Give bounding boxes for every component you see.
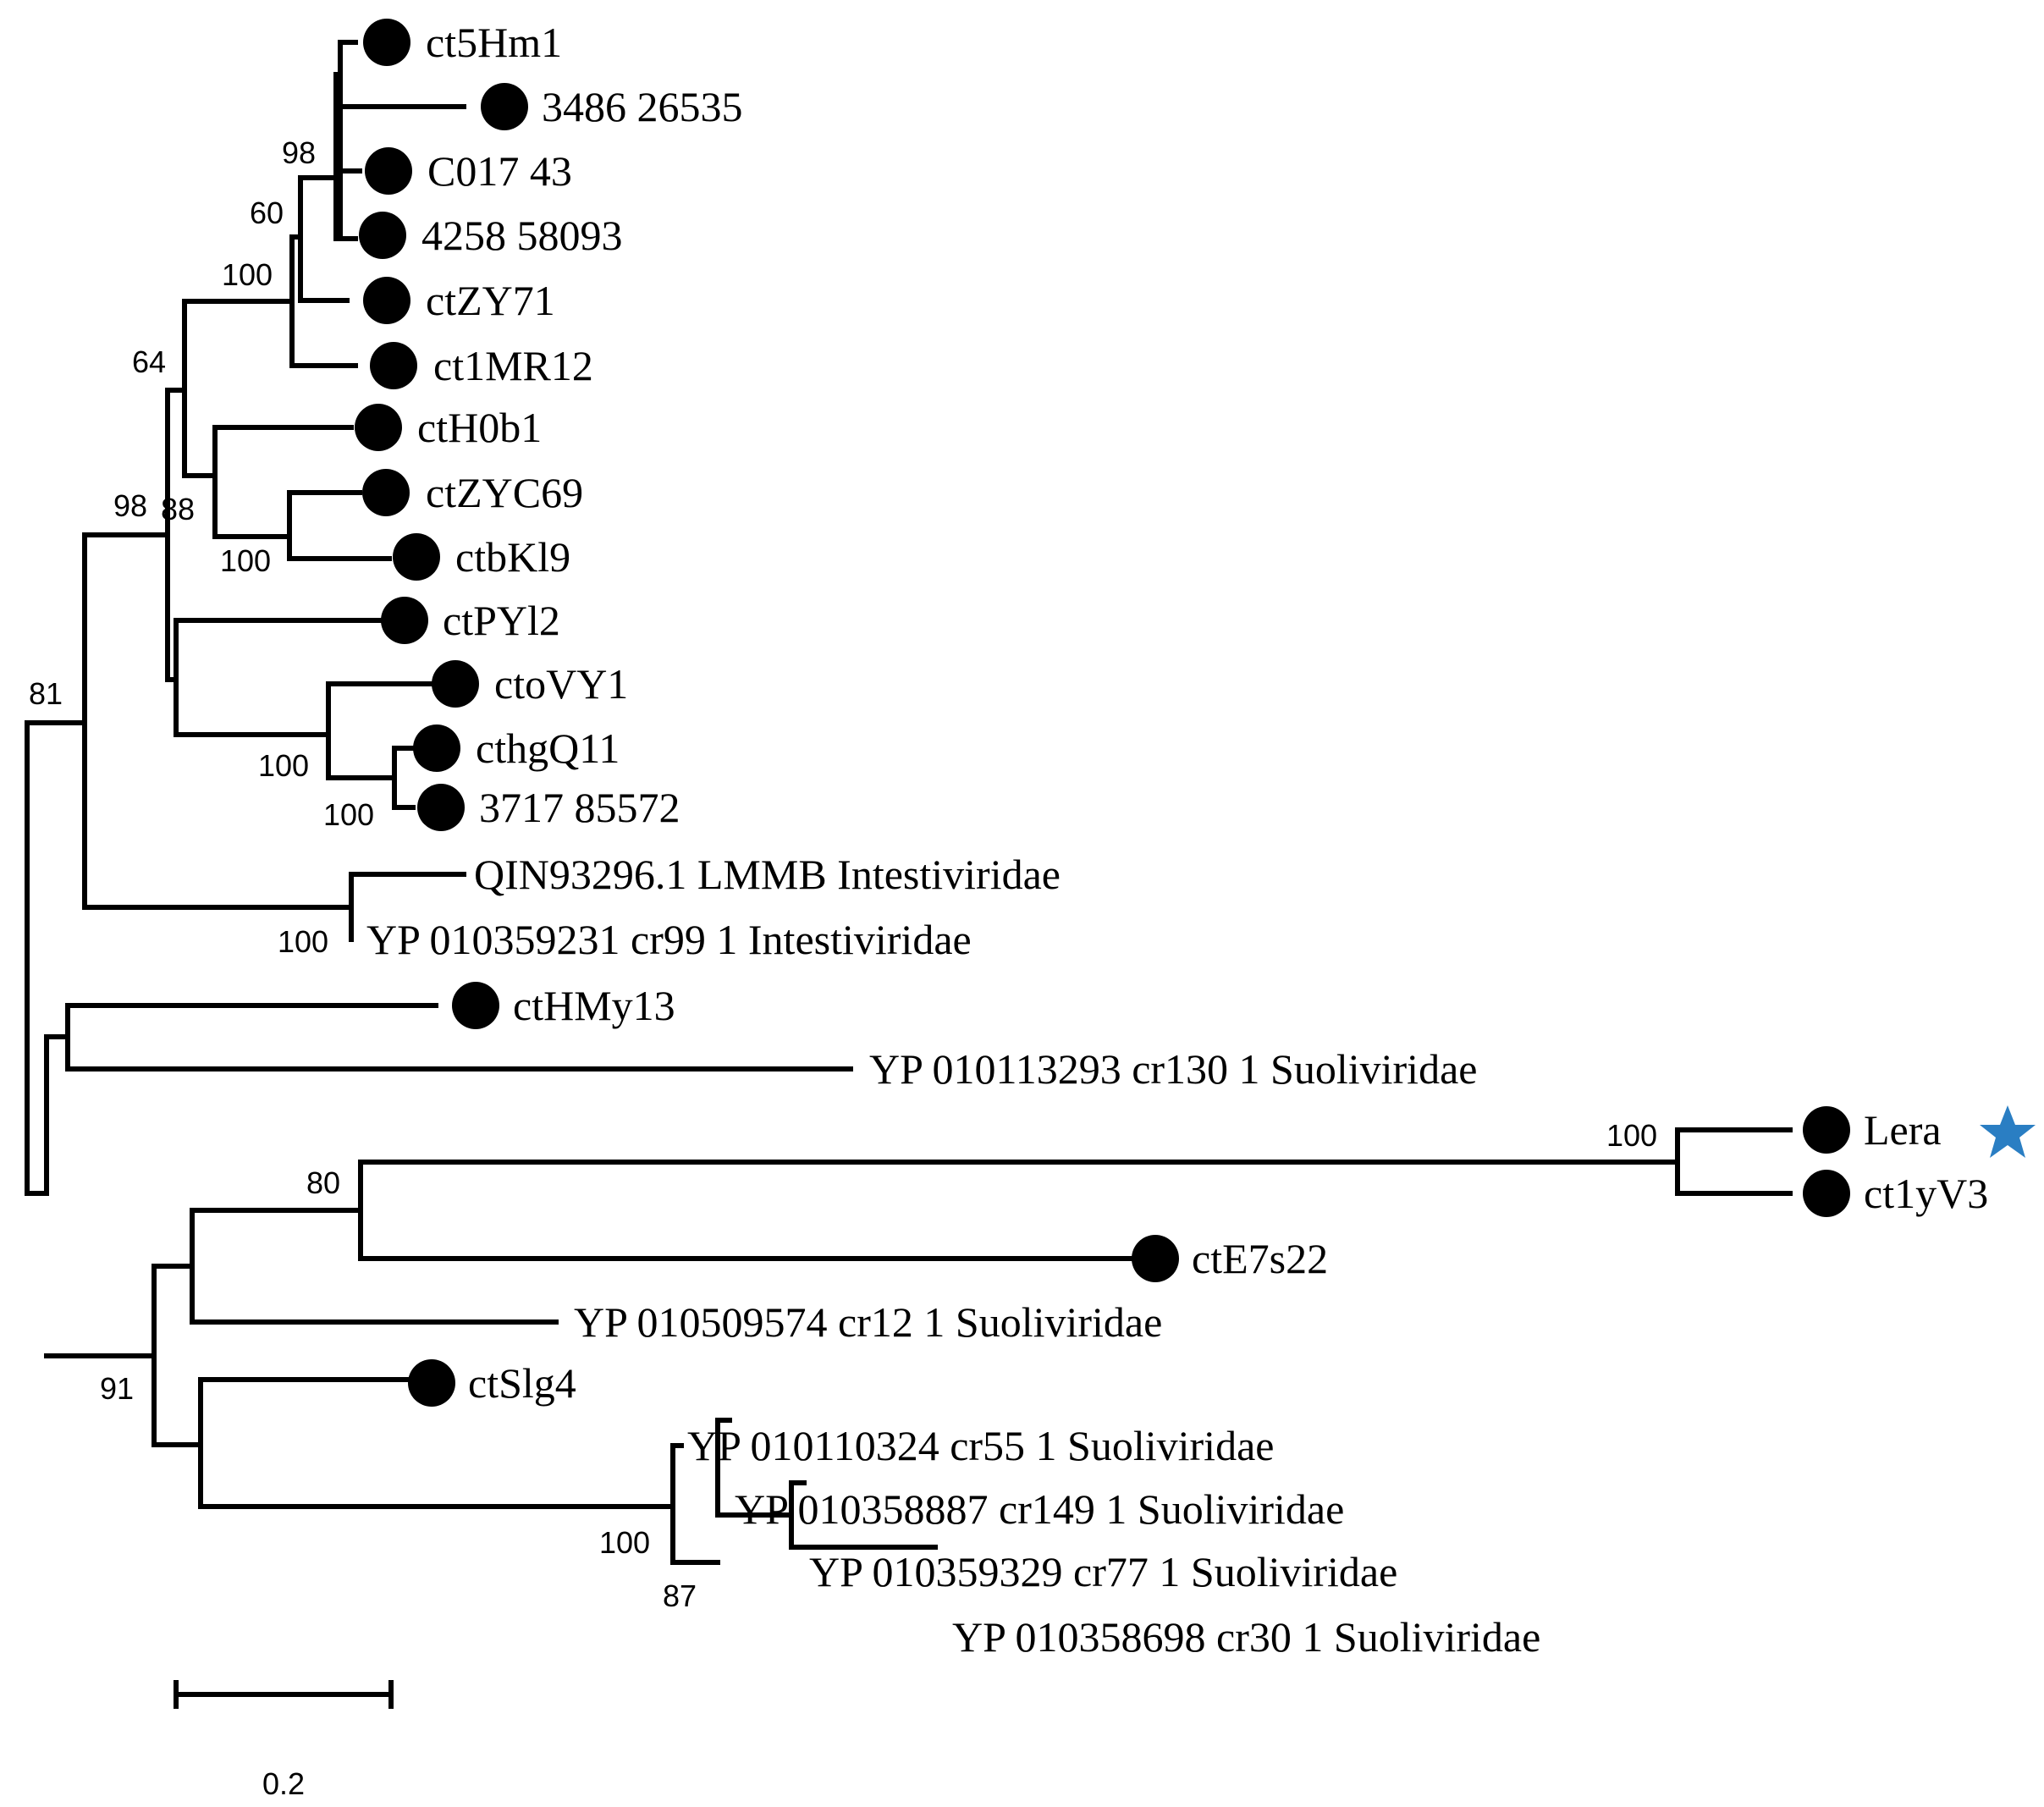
leaf-marker-circle — [381, 597, 428, 644]
leaf-label: ctbKl9 — [455, 533, 570, 581]
support-value: 100 — [323, 797, 374, 832]
scale-bar-line — [174, 1680, 394, 1709]
support-value: 100 — [278, 924, 328, 959]
support-value: 100 — [222, 257, 273, 292]
leaf-label: ct1yV3 — [1864, 1170, 1988, 1217]
scale-bar: 0.2 — [174, 1680, 394, 1801]
support-value: 91 — [100, 1371, 134, 1406]
leaf-label: ctoVY1 — [494, 660, 628, 708]
leaf-label: cthgQ11 — [476, 724, 620, 772]
leaf-marker-circle — [1132, 1235, 1179, 1282]
leaf-label: YP 010358698 cr30 1 Suoliviridae — [952, 1613, 1540, 1661]
leaf-label: ct5Hm1 — [426, 19, 562, 66]
support-value: 60 — [250, 196, 284, 230]
leaf-label: YP 010359231 cr99 1 Intestiviridae — [366, 916, 972, 963]
support-value: 98 — [113, 488, 147, 523]
highlight-star-icon — [1980, 1105, 2036, 1158]
leaf-label: C017 43 — [427, 147, 572, 195]
leaf-marker-circle — [413, 724, 460, 772]
support-value: 88 — [161, 492, 195, 526]
leaf-markers — [355, 19, 1850, 1407]
leaf-marker-circle — [408, 1359, 455, 1407]
leaf-label: ctPYl2 — [443, 597, 560, 644]
leaf-label: ctH0b1 — [417, 404, 542, 451]
leaf-label: 3486 26535 — [542, 83, 743, 130]
leaf-label: ctSlg4 — [468, 1359, 576, 1407]
support-value: 100 — [258, 748, 309, 783]
support-value: 100 — [220, 543, 271, 578]
support-value: 100 — [599, 1525, 650, 1560]
leaf-marker-circle — [1803, 1170, 1850, 1217]
leaf-marker-circle — [452, 982, 499, 1029]
leaf-marker-circle — [363, 277, 410, 324]
leaf-marker-circle — [363, 19, 410, 66]
leaf-label: ct1MR12 — [433, 342, 593, 389]
support-value: 98 — [282, 135, 316, 170]
leaf-marker-circle — [393, 533, 440, 581]
scale-bar-label: 0.2 — [262, 1766, 305, 1801]
support-value: 64 — [132, 344, 166, 379]
support-value: 100 — [1606, 1118, 1657, 1153]
support-value: 80 — [306, 1165, 340, 1200]
support-values: 98 60 100 64 98 88 100 100 100 81 100 80… — [29, 135, 1657, 1613]
leaf-marker-circle — [417, 784, 465, 831]
leaf-marker-circle — [359, 212, 406, 259]
leaf-marker-circle — [355, 404, 402, 451]
leaf-label: YP 010358887 cr149 1 Suoliviridae — [735, 1485, 1344, 1533]
leaf-label: YP 010359329 cr77 1 Suoliviridae — [809, 1548, 1397, 1595]
leaf-label: ctZYC69 — [426, 469, 583, 516]
leaf-label: YP 010509574 cr12 1 Suoliviridae — [574, 1298, 1162, 1346]
leaf-marker-circle — [481, 83, 528, 130]
leaf-marker-circle — [432, 660, 479, 708]
leaf-marker-circle — [1803, 1106, 1850, 1154]
leaf-label: ctHMy13 — [513, 982, 675, 1029]
leaf-label: Lera — [1864, 1106, 1942, 1154]
leaf-label: QIN93296.1 LMMB Intestiviridae — [474, 851, 1061, 898]
leaf-label: 4258 58093 — [421, 212, 623, 259]
leaf-label: ctZY71 — [426, 277, 555, 324]
leaf-label: YP 010113293 cr130 1 Suoliviridae — [869, 1045, 1477, 1093]
tree-branches — [25, 40, 1793, 1565]
leaf-marker-circle — [362, 469, 410, 516]
leaf-marker-circle — [370, 342, 417, 389]
leaf-labels: ct5Hm1 3486 26535 C017 43 4258 58093 ctZ… — [366, 19, 1988, 1661]
leaf-label: 3717 85572 — [479, 784, 680, 831]
support-value: 81 — [29, 676, 63, 711]
leaf-label: ctE7s22 — [1192, 1235, 1328, 1282]
leaf-label: YP 010110324 cr55 1 Suoliviridae — [687, 1422, 1274, 1469]
support-value: 87 — [663, 1578, 697, 1613]
leaf-marker-circle — [365, 147, 412, 195]
